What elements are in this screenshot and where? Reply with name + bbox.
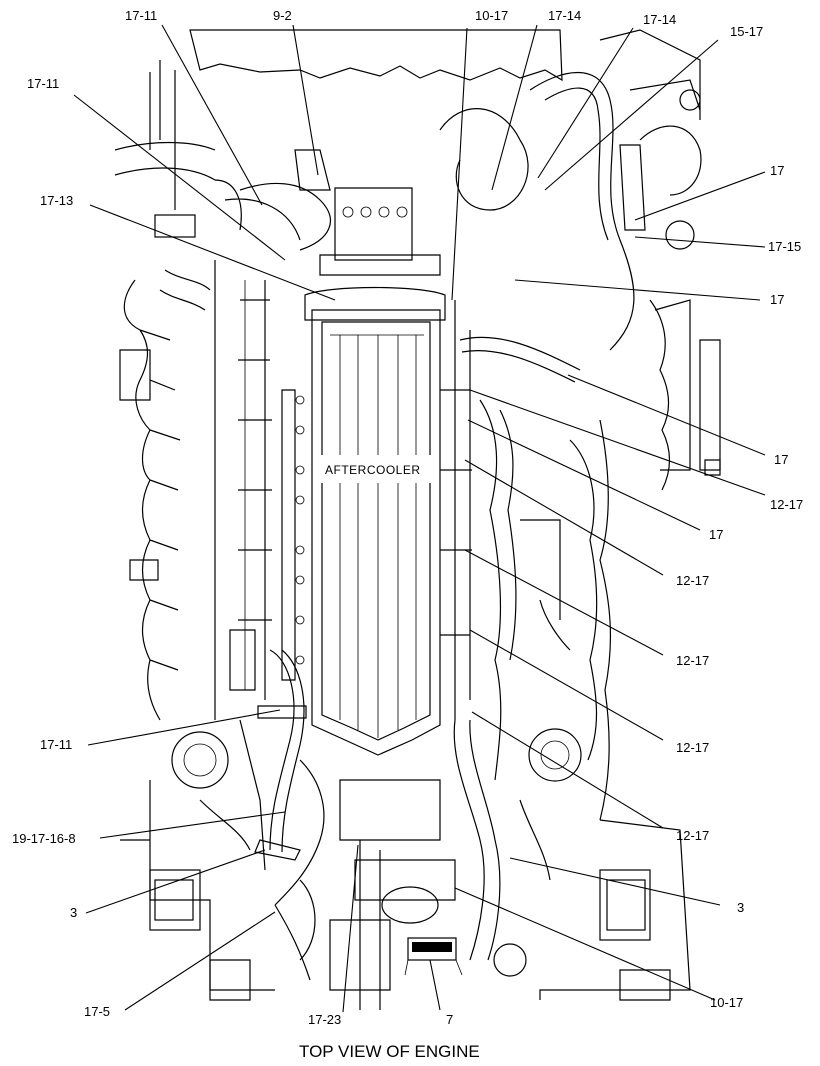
- leader-10-17-top: [451, 27, 468, 301]
- engine-outline: [114, 29, 721, 1010]
- callout-9-2: 9-2: [273, 8, 292, 23]
- leader-12-17-745: [469, 629, 664, 741]
- callout-17-14-a: 17-14: [548, 8, 581, 23]
- callout-12-17-580: 12-17: [676, 573, 709, 588]
- leader-3-right: [509, 857, 721, 906]
- leader-17-11-left: [73, 94, 286, 261]
- aftercooler-label: AFTERCOOLER: [325, 463, 421, 477]
- figure-caption: TOP VIEW OF ENGINE: [299, 1042, 480, 1061]
- leader-lines: [73, 24, 766, 1013]
- callout-17-14-b: 17-14: [643, 12, 676, 27]
- callout-17-535: 17: [709, 527, 723, 542]
- leader-17-14-a: [491, 24, 538, 191]
- callout-17-11-top: 17-11: [125, 8, 157, 23]
- leader-17-5: [124, 911, 276, 1011]
- callout-17-15: 17-15: [768, 239, 801, 254]
- leader-17-23: [342, 844, 359, 1013]
- callout-labels: 17-11 9-2 10-17 17-14 17-14 15-17 17-11 …: [12, 8, 803, 1027]
- leader-17-right-mid: [514, 279, 761, 301]
- callout-12-17-660: 12-17: [676, 653, 709, 668]
- callout-10-17-bottom: 10-17: [710, 995, 743, 1010]
- leader-15-17: [544, 39, 719, 191]
- leader-12-17-833: [471, 711, 664, 829]
- callout-12-17-right-505: 12-17: [770, 497, 803, 512]
- leader-17-15: [634, 236, 766, 248]
- callout-10-17-top: 10-17: [475, 8, 508, 23]
- leader-17-right-top: [634, 171, 766, 221]
- leader-9-2: [292, 24, 319, 176]
- callout-19-17-16-8: 19-17-16-8: [12, 831, 76, 846]
- callout-3-right: 3: [737, 900, 744, 915]
- callout-17-13: 17-13: [40, 193, 73, 208]
- callout-17-right-459: 17: [774, 452, 788, 467]
- leader-12-17-660: [464, 549, 664, 656]
- callout-3-left: 3: [70, 905, 77, 920]
- leader-17-535: [467, 419, 701, 531]
- leader-7: [429, 959, 441, 1011]
- callout-17-right-mid: 17: [770, 292, 784, 307]
- leader-17-right-459: [567, 374, 766, 456]
- leader-12-17-580: [464, 459, 664, 576]
- callout-17-5: 17-5: [84, 1004, 110, 1019]
- callout-17-23: 17-23: [308, 1012, 341, 1027]
- leader-17-14-b: [537, 27, 634, 179]
- leader-3-left: [85, 849, 266, 914]
- leader-10-17-bottom: [454, 887, 716, 1001]
- leader-17-13: [89, 204, 336, 301]
- callout-17-right-top: 17: [770, 163, 784, 178]
- callout-17-11-bottom: 17-11: [40, 737, 72, 752]
- callout-12-17-748: 12-17: [676, 740, 709, 755]
- callout-7: 7: [446, 1012, 453, 1027]
- callout-15-17: 15-17: [730, 24, 763, 39]
- leader-17-11-top: [161, 24, 263, 206]
- callout-12-17-836: 12-17: [676, 828, 709, 843]
- leader-12-17-right-505: [469, 389, 766, 496]
- leader-19-17-16-8: [99, 811, 286, 839]
- leader-17-11-bottom: [87, 709, 281, 746]
- callout-17-11-left: 17-11: [27, 76, 59, 91]
